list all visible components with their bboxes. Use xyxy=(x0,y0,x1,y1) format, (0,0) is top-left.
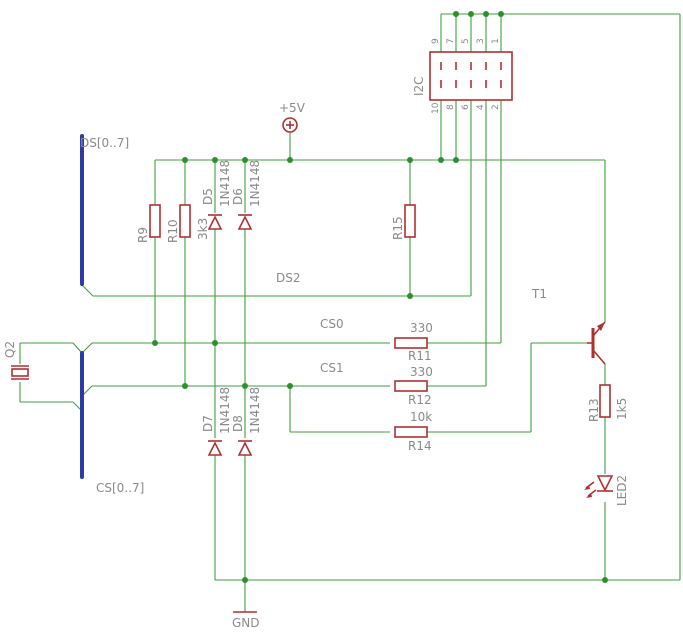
vcc-symbol xyxy=(282,117,298,133)
d8-value: 1N4148 xyxy=(248,387,262,434)
net-label-cs0: CS0 xyxy=(320,317,344,331)
vcc-label: +5V xyxy=(279,101,306,115)
led2-name: LED2 xyxy=(615,475,629,506)
r14-name: R14 xyxy=(408,439,432,453)
gnd-label: GND xyxy=(232,616,260,630)
r13-name: R13 xyxy=(587,398,601,422)
resistor-r14 xyxy=(394,426,428,438)
pin-label: 2 xyxy=(491,104,501,110)
r13-value: 1k5 xyxy=(615,398,629,420)
resistor-r15 xyxy=(404,204,416,238)
led-led2 xyxy=(584,475,614,498)
crystal-q2 xyxy=(11,365,29,380)
diode-d7 xyxy=(207,440,223,456)
connector-name: I2C xyxy=(412,76,426,96)
d8-name: D8 xyxy=(231,415,245,432)
d7-value: 1N4148 xyxy=(218,387,232,434)
net-label-ds2: DS2 xyxy=(276,271,301,285)
d5-value: 1N4148 xyxy=(218,160,232,207)
pin-label: 6 xyxy=(461,104,471,110)
pin-label: 1 xyxy=(491,38,501,44)
pin-label: 3 xyxy=(476,38,486,44)
resistor-r12 xyxy=(394,380,428,392)
pin-label: 9 xyxy=(431,38,441,44)
junctions xyxy=(152,11,608,583)
wires xyxy=(19,13,681,612)
cs-bus-label: CS[0..7] xyxy=(96,481,144,495)
d5-name: D5 xyxy=(201,188,215,205)
resistor-r11 xyxy=(394,337,428,349)
transistor-t1 xyxy=(587,321,606,365)
net-label-cs1: CS1 xyxy=(320,361,344,375)
r15-name: R15 xyxy=(391,216,405,240)
r12-value: 330 xyxy=(410,365,433,379)
r9-name: R9 xyxy=(136,227,150,243)
pin-label: 7 xyxy=(446,38,456,44)
r12-name: R12 xyxy=(408,393,432,407)
r11-name: R11 xyxy=(408,349,432,363)
t1-name: T1 xyxy=(531,287,547,301)
ds-bus-label: DS[0..7] xyxy=(80,136,129,150)
r10-name: R10 xyxy=(166,219,180,243)
connector-pin-labels: 9 7 5 3 1 10 8 6 4 2 xyxy=(431,38,501,114)
diode-d6 xyxy=(237,214,253,230)
pin-label: 10 xyxy=(431,102,441,114)
r14-value: 10k xyxy=(410,410,432,424)
pin-label: 8 xyxy=(446,104,456,110)
diode-d5 xyxy=(207,214,223,230)
resistor-r10 xyxy=(179,204,191,238)
r10-value: 3k3 xyxy=(196,218,210,240)
resistor-r9 xyxy=(149,204,161,238)
d6-value: 1N4148 xyxy=(248,160,262,207)
resistor-r13 xyxy=(599,384,611,418)
q2-name: Q2 xyxy=(3,341,17,358)
diode-d8 xyxy=(237,440,253,456)
d7-name: D7 xyxy=(201,415,215,432)
r11-value: 330 xyxy=(410,321,433,335)
i2c-connector xyxy=(429,51,513,101)
d6-name: D6 xyxy=(231,188,245,205)
pin-label: 4 xyxy=(476,104,486,110)
pin-label: 5 xyxy=(461,38,471,44)
